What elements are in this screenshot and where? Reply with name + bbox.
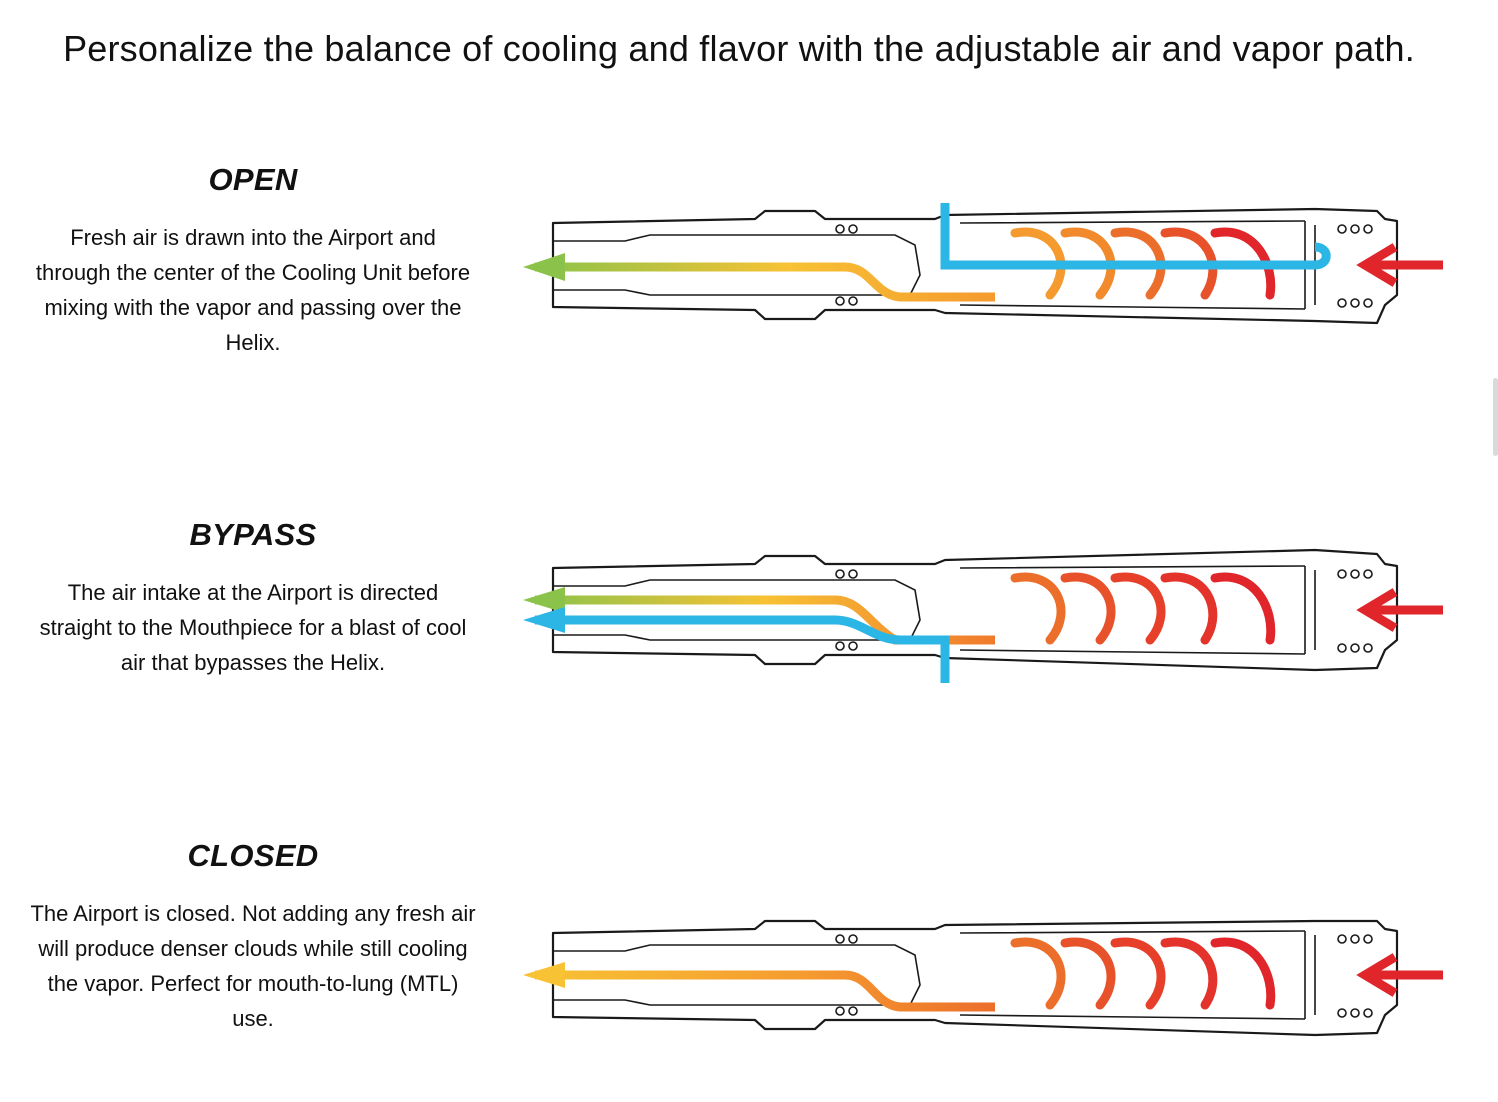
closed-airflow-diagram xyxy=(523,919,1443,1037)
device-body-outline xyxy=(551,548,1399,672)
mode-bypass-description: The air intake at the Airport is directe… xyxy=(39,580,467,675)
vapor-outflow-arrowhead xyxy=(523,587,565,613)
mode-closed: CLOSED The Airport is closed. Not adding… xyxy=(30,838,476,1036)
helix-coil xyxy=(1010,572,1276,645)
air-outflow-arrowhead xyxy=(523,607,565,633)
page-headline: Personalize the balance of cooling and f… xyxy=(63,28,1415,69)
vapor-flow-path xyxy=(535,970,995,1012)
bypass-airflow-diagram xyxy=(523,548,1443,683)
mode-bypass: BYPASS The air intake at the Airport is … xyxy=(30,517,476,680)
mode-bypass-title: BYPASS xyxy=(189,517,317,552)
heat-inflow-arrow xyxy=(1356,953,1443,997)
open-airflow-diagram xyxy=(523,203,1443,325)
device-body-outline xyxy=(551,207,1399,325)
helix-coil xyxy=(1010,227,1276,300)
mode-closed-title: CLOSED xyxy=(187,838,319,873)
mode-open: OPEN Fresh air is drawn into the Airport… xyxy=(30,162,476,360)
outflow-arrowhead xyxy=(523,253,565,281)
air-flow-path xyxy=(940,203,1331,270)
helix-coil xyxy=(1010,937,1276,1010)
outflow-arrowhead xyxy=(523,962,565,988)
heat-inflow-arrow xyxy=(1356,588,1443,632)
air-flow-path xyxy=(535,615,950,683)
mode-open-description: Fresh air is drawn into the Airport and … xyxy=(35,225,471,355)
scrollbar-thumb[interactable] xyxy=(1493,378,1498,456)
vapor-flow-path xyxy=(535,262,995,302)
mode-open-title: OPEN xyxy=(208,162,298,197)
heat-inflow-arrow xyxy=(1356,243,1443,287)
mode-closed-description: The Airport is closed. Not adding any fr… xyxy=(30,901,476,1031)
